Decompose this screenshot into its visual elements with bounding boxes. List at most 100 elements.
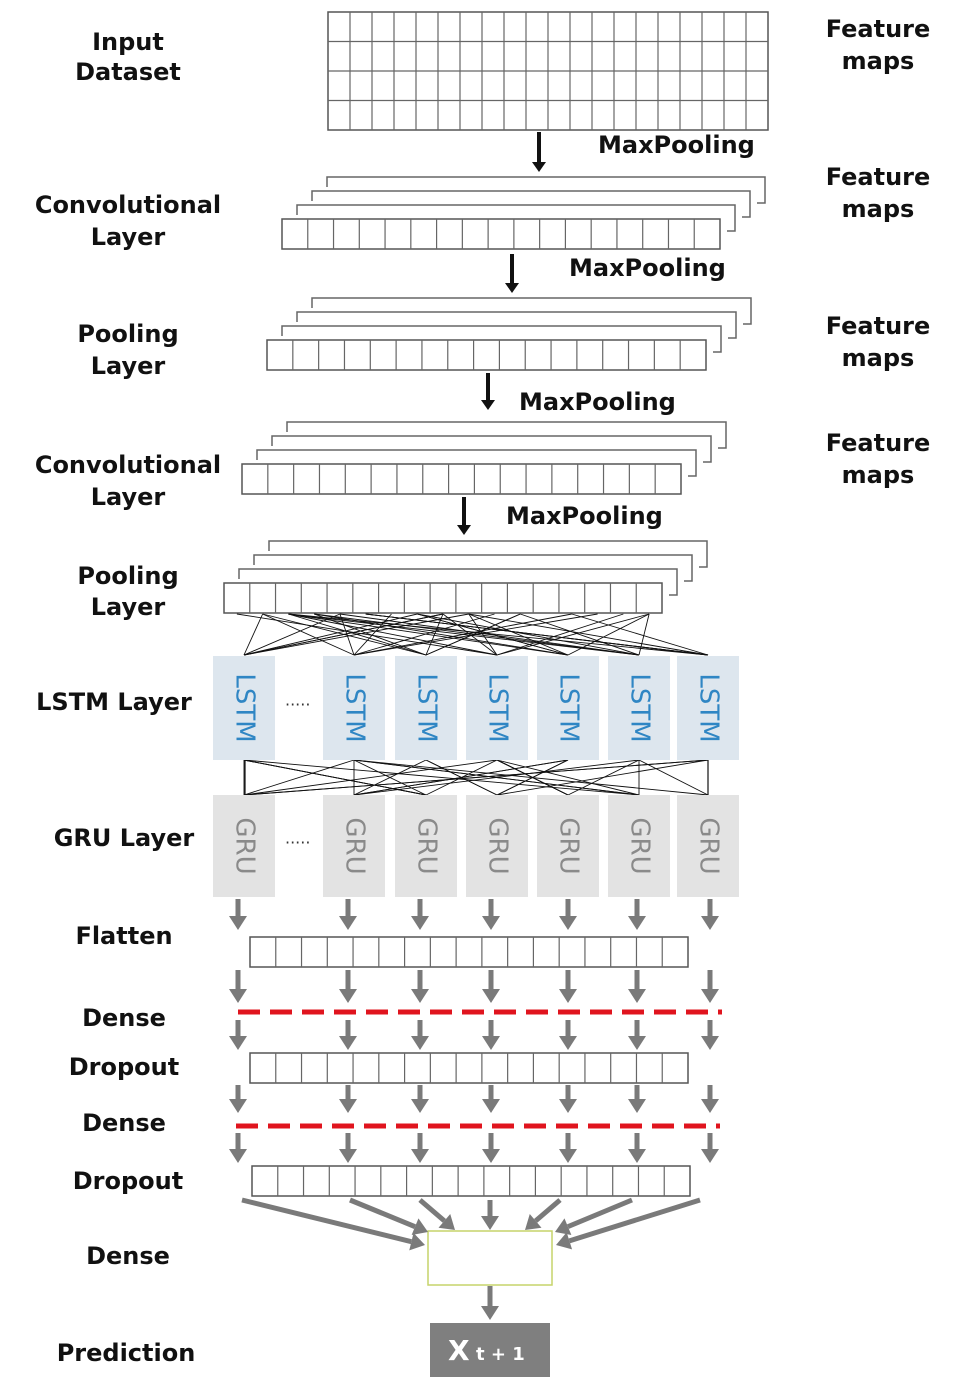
lstm-to-gru-connection (353, 759, 640, 796)
gru-cell-7 (677, 795, 739, 897)
lstm-to-gru-connection (243, 759, 355, 796)
converge-arrow (241, 1197, 413, 1245)
flow-arrow-head (229, 1099, 247, 1113)
flow-arrow-head (559, 1036, 577, 1050)
dense-output-box (427, 1230, 553, 1286)
label-dense-1: Dense (82, 1004, 166, 1032)
label-pool2-line1: Pooling (77, 562, 178, 590)
label-conv1-line1: Convolutional (35, 191, 221, 219)
lstm-ellipsis: ····· (285, 695, 310, 714)
pool-to-lstm-connection (339, 613, 640, 656)
flow-arrow-head (411, 989, 429, 1003)
gru-ellipsis: ····· (285, 833, 310, 852)
label-feature-maps-2-line2: maps (842, 195, 915, 223)
label-feature-maps-1-line2: maps (842, 47, 915, 75)
conv2-feature-maps-back-map (256, 449, 697, 477)
dropout-strip-1-frame (249, 1052, 689, 1084)
input-dataset-grid (327, 11, 769, 131)
gru-cell-5 (537, 795, 599, 897)
lstm-to-gru-connection (496, 759, 640, 796)
label-dense-2: Dense (82, 1109, 166, 1137)
converge-arrow (349, 1197, 416, 1229)
flow-arrow-head (559, 916, 577, 930)
lstm-cell-label: LSTM (412, 673, 442, 742)
gru-cell-label: GRU (340, 817, 370, 874)
flow-arrow-head (701, 916, 719, 930)
pool-to-lstm-connection (243, 613, 264, 656)
lstm-cell-label: LSTM (694, 673, 724, 742)
pool1-feature-maps-front-map-frame (266, 339, 707, 371)
lstm-to-gru-connection (243, 759, 498, 796)
label-feature-maps-4-line2: maps (842, 461, 915, 489)
flow-arrow-head (482, 1099, 500, 1113)
pool-to-lstm-connection (468, 613, 569, 656)
lstm-to-gru-connection (243, 759, 709, 796)
lstm-cell-6 (608, 656, 670, 760)
label-input-dataset-line2: Dataset (75, 58, 181, 86)
flow-arrow-head (411, 916, 429, 930)
converge-arrow-head (409, 1232, 425, 1251)
lstm-cell-1 (213, 656, 275, 760)
prediction-x: X (448, 1334, 470, 1367)
converge-arrow-head (555, 1218, 572, 1235)
gru-cell-label: GRU (483, 817, 513, 874)
flow-arrow-head (559, 1149, 577, 1163)
conv1-feature-maps-back-map (296, 204, 736, 232)
pool-to-lstm-connection (468, 613, 709, 656)
arrow-maxpooling-1-head (532, 162, 546, 172)
flow-arrow-head (482, 916, 500, 930)
arrow-maxpooling-4-head (457, 525, 471, 535)
converge-arrow-head (481, 1216, 499, 1230)
lstm-cell-3 (395, 656, 457, 760)
flatten-strip (249, 936, 689, 968)
lstm-cell-label: LSTM (554, 673, 584, 742)
conv1-feature-maps-front-map (281, 218, 721, 250)
flow-arrow-head (628, 1149, 646, 1163)
pool2-feature-maps-back-map (253, 554, 693, 582)
flow-arrow-head (229, 916, 247, 930)
label-dense-3: Dense (86, 1242, 170, 1270)
converge-arrow (568, 1197, 701, 1244)
lstm-cell-label: LSTM (340, 673, 370, 742)
pool1-feature-maps-back-map (296, 311, 737, 339)
pool-to-lstm-connection (288, 613, 709, 656)
dropout-strip-2 (251, 1165, 691, 1197)
conv2-feature-maps-front-map (241, 463, 682, 495)
pool-to-lstm-connection (353, 613, 495, 656)
flow-arrow-head (339, 1036, 357, 1050)
pool-to-lstm-connection (425, 613, 444, 656)
conv1-feature-maps-back-map (326, 176, 766, 204)
pool-to-lstm-connection (468, 613, 498, 656)
lstm-to-gru-connection (243, 759, 640, 796)
label-dropout-2: Dropout (73, 1167, 183, 1195)
lstm-cell-label: LSTM (230, 673, 260, 742)
label-feature-maps-2-line1: Feature (826, 163, 931, 191)
flow-arrow-head (701, 1149, 719, 1163)
gru-cell-label: GRU (694, 817, 724, 874)
prediction-box (430, 1323, 550, 1377)
label-conv2-line2: Layer (91, 483, 166, 511)
pool-to-lstm-connection (288, 613, 427, 656)
pool-to-lstm-connection (236, 613, 498, 656)
flow-arrow-head (411, 1099, 429, 1113)
label-maxpooling-3: MaxPooling (519, 388, 676, 416)
pool-to-lstm-connection (243, 613, 341, 656)
label-feature-maps-1-line1: Feature (826, 15, 931, 43)
label-feature-maps-3-line1: Feature (826, 312, 931, 340)
arrow-maxpooling-3-head (481, 400, 495, 410)
label-feature-maps-4-line1: Feature (826, 429, 931, 457)
flow-arrow-head (482, 989, 500, 1003)
converge-arrow (534, 1198, 562, 1223)
flow-arrow-head (482, 1149, 500, 1163)
lstm-to-gru-connection (425, 759, 498, 796)
gru-cell-label: GRU (625, 817, 655, 874)
flow-arrow-head (339, 1099, 357, 1113)
pool1-feature-maps-back-map (311, 297, 752, 325)
pool-to-lstm-connection (314, 613, 640, 656)
gru-cell-2 (323, 795, 385, 897)
pool-to-lstm-connection (288, 613, 498, 656)
gru-cell-label: GRU (554, 817, 584, 874)
pool1-feature-maps-back-map (281, 325, 722, 353)
